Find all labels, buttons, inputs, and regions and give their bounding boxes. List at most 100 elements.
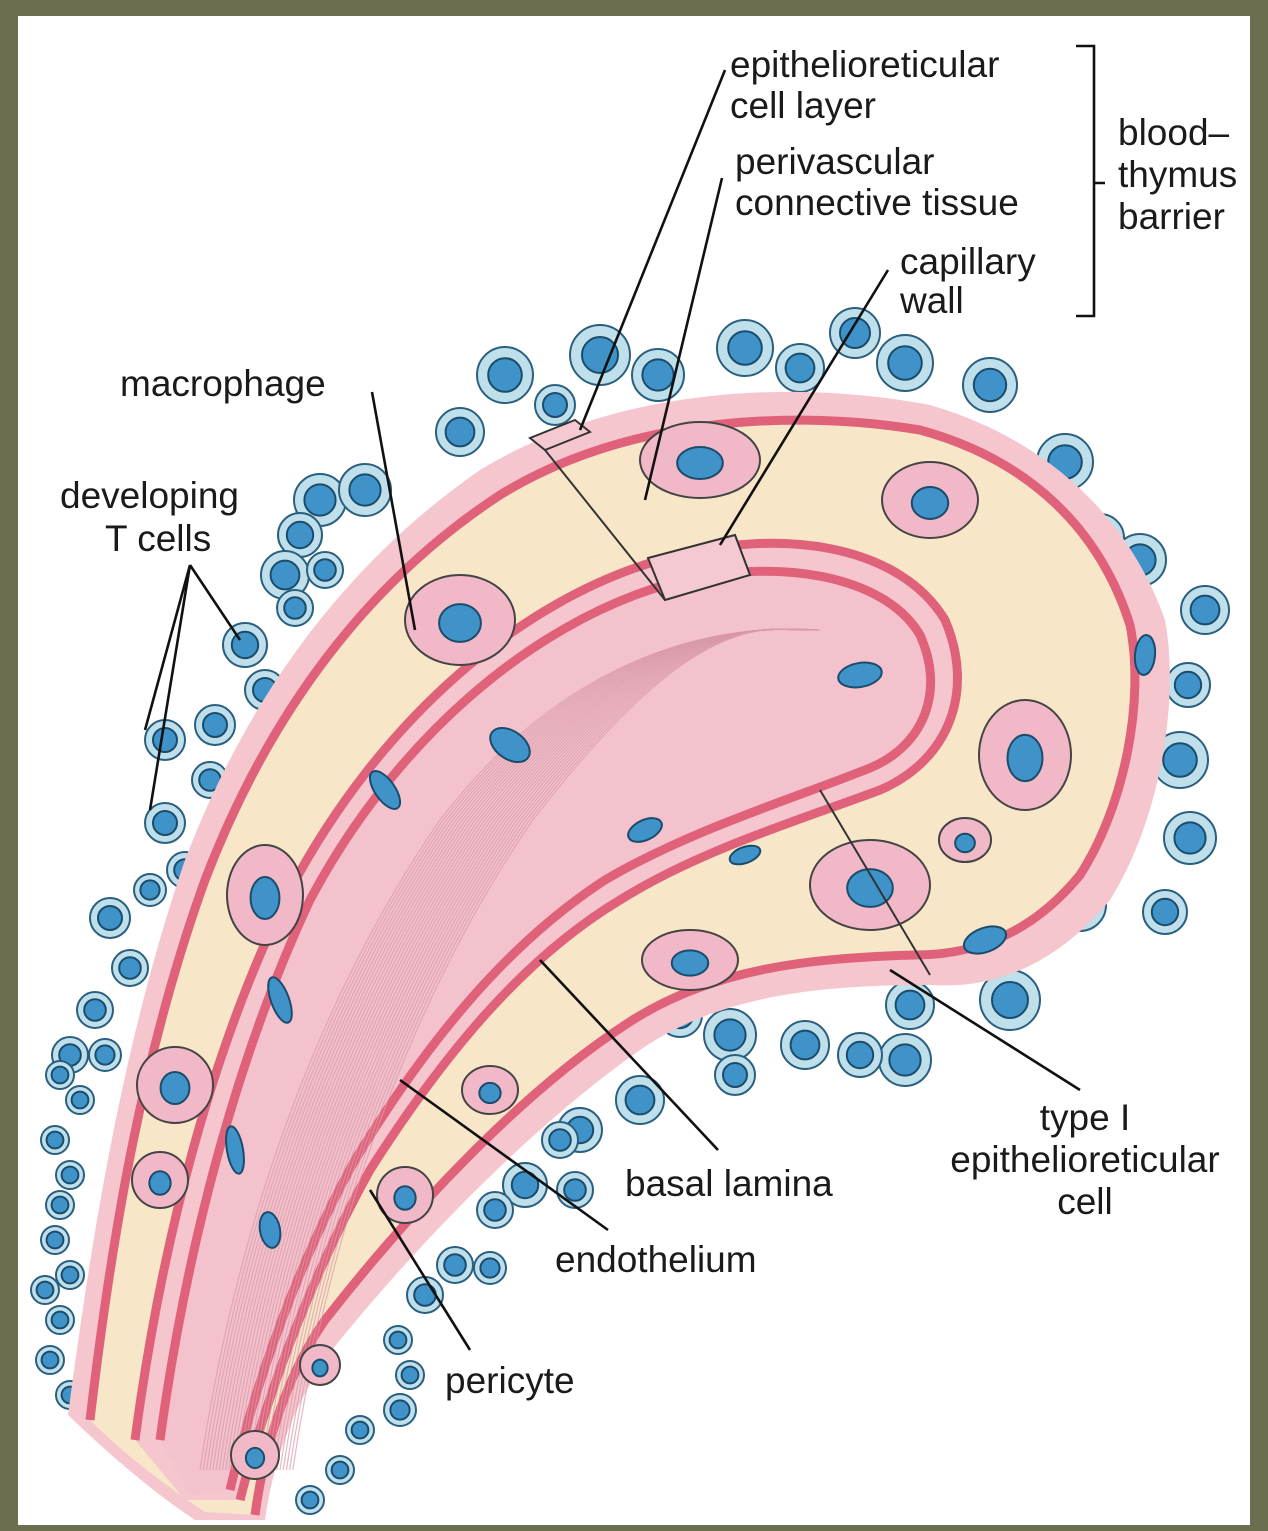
epithelioreticular-cell bbox=[131, 1151, 189, 1209]
label-capillary-wall-1: capillary bbox=[900, 241, 1036, 282]
t-cell bbox=[703, 1008, 757, 1062]
t-cell bbox=[435, 407, 485, 457]
endothelial-nucleus bbox=[627, 817, 663, 843]
t-cell bbox=[534, 384, 576, 426]
label-basal-lamina: basal lamina bbox=[625, 1163, 833, 1204]
lumen-streak bbox=[289, 628, 794, 1471]
epithelioreticular-cell bbox=[376, 1166, 434, 1224]
section-cut-edge bbox=[544, 449, 666, 601]
t-cell bbox=[89, 897, 131, 939]
leader-macrophage bbox=[370, 391, 417, 631]
lumen-streak bbox=[279, 628, 797, 1471]
endothelial-nucleus bbox=[1133, 634, 1157, 676]
t-cell bbox=[837, 1032, 883, 1078]
epithelioreticular-cell bbox=[404, 574, 516, 666]
t-cell bbox=[133, 873, 167, 907]
label-type-i-cell-2: epithelioreticular bbox=[950, 1139, 1219, 1180]
epithelioreticular-cell bbox=[230, 1430, 280, 1480]
endothelial-nucleus bbox=[489, 726, 531, 764]
leader-epithelioreticular-layer bbox=[578, 69, 727, 431]
endothelial-nucleus bbox=[267, 976, 293, 1024]
label-type-i-cell-1: type I bbox=[1040, 1097, 1131, 1138]
label-pericyte: pericyte bbox=[445, 1360, 575, 1401]
t-cell bbox=[45, 1190, 75, 1220]
t-cell bbox=[345, 1415, 375, 1445]
leader-type-i-cell bbox=[889, 968, 1081, 1092]
t-cell bbox=[473, 1251, 507, 1285]
t-cell bbox=[55, 1260, 85, 1290]
label-epithelioreticular-layer-2: cell layer bbox=[730, 85, 876, 126]
t-cell bbox=[295, 1485, 325, 1515]
t-cell bbox=[556, 1171, 594, 1209]
endothelial-nucleus bbox=[728, 844, 762, 866]
endothelial-nucleus bbox=[258, 1211, 282, 1249]
section-cut-marks bbox=[528, 418, 931, 976]
leader-endothelium bbox=[399, 1078, 609, 1232]
t-cell bbox=[1180, 585, 1230, 635]
endothelium bbox=[225, 634, 1157, 1249]
endothelial-nucleus bbox=[368, 770, 402, 810]
t-cell bbox=[406, 1276, 444, 1314]
label-macrophage: macrophage bbox=[120, 363, 326, 404]
label-barrier-2: thymus bbox=[1118, 154, 1237, 195]
t-cell bbox=[111, 949, 149, 987]
t-cell bbox=[436, 1246, 474, 1284]
t-cell bbox=[780, 1020, 830, 1070]
lumen-streak bbox=[253, 628, 804, 1471]
t-cell bbox=[45, 1060, 75, 1090]
t-cell bbox=[829, 307, 881, 359]
lumen-streaks bbox=[199, 628, 821, 1471]
label-epithelioreticular-layer-1: epithelioreticular bbox=[730, 44, 999, 85]
epithelioreticular-cells bbox=[131, 421, 1072, 1480]
label-barrier-1: blood– bbox=[1118, 112, 1230, 153]
t-cell bbox=[383, 1393, 417, 1427]
t-cell bbox=[306, 551, 344, 589]
epithelioreticular-cell bbox=[978, 699, 1072, 811]
epithelioreticular-cell bbox=[226, 844, 304, 946]
section-cut-box bbox=[646, 533, 752, 602]
label-capillary-wall-2: wall bbox=[899, 280, 964, 321]
t-cell bbox=[276, 589, 314, 627]
developing-t-cells-group bbox=[30, 307, 1230, 1515]
lumen-streak bbox=[276, 628, 798, 1471]
barrier-bracket bbox=[1076, 44, 1105, 318]
t-cell bbox=[395, 1360, 425, 1390]
leader-lines bbox=[143, 44, 1105, 1351]
label-endothelium: endothelium bbox=[555, 1239, 757, 1280]
t-cell bbox=[30, 1275, 60, 1305]
t-cell bbox=[1163, 811, 1217, 865]
t-cell bbox=[338, 463, 392, 517]
t-cell bbox=[476, 1191, 514, 1229]
endothelial-nucleus bbox=[225, 1125, 245, 1175]
t-cell bbox=[222, 622, 268, 668]
t-cell bbox=[962, 357, 1018, 413]
t-cell bbox=[40, 1225, 70, 1255]
t-cell bbox=[35, 1345, 65, 1375]
t-cell bbox=[1165, 662, 1211, 708]
epithelioreticular-cell bbox=[881, 461, 979, 539]
label-developing-t-cells-1: developing bbox=[60, 475, 239, 516]
t-cell bbox=[40, 1125, 70, 1155]
endothelial-nucleus bbox=[962, 925, 1008, 955]
leader-pericyte bbox=[368, 1189, 472, 1351]
lumen-streak bbox=[282, 628, 796, 1471]
t-cell bbox=[45, 1305, 75, 1335]
t-cell bbox=[476, 346, 534, 404]
t-cell bbox=[876, 334, 934, 392]
lumen-streak bbox=[250, 628, 805, 1471]
t-cell bbox=[716, 319, 774, 377]
leader-basal-lamina bbox=[539, 959, 719, 1151]
epithelioreticular-cell bbox=[639, 421, 761, 499]
t-cell bbox=[293, 473, 347, 527]
epithelioreticular-cell bbox=[641, 929, 739, 991]
t-cell bbox=[194, 704, 236, 746]
t-cell bbox=[615, 1075, 665, 1125]
t-cell bbox=[65, 1085, 95, 1115]
epithelioreticular-cell bbox=[938, 817, 992, 863]
epithelioreticular-cell bbox=[136, 1046, 214, 1124]
leader-capillary-wall bbox=[718, 269, 890, 546]
t-cell bbox=[76, 991, 114, 1029]
label-developing-t-cells-2: T cells bbox=[105, 518, 211, 559]
